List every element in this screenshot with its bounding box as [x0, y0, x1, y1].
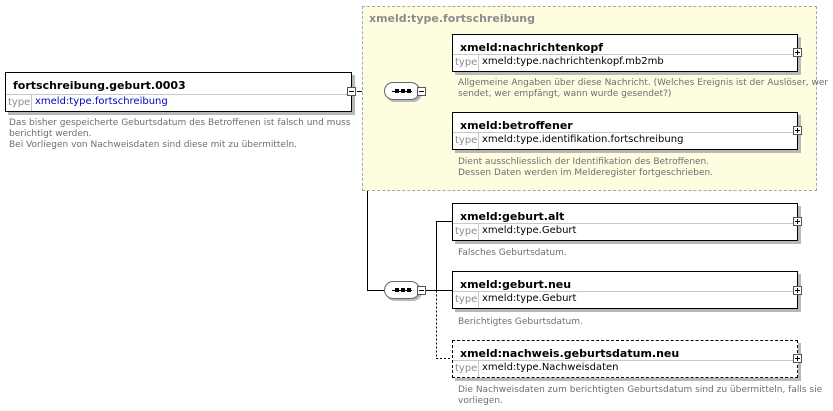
expand-icon[interactable]	[793, 217, 802, 226]
type-value: xmeld:type.Geburt	[482, 293, 577, 304]
expand-icon[interactable]	[793, 354, 802, 363]
element-nachrichtenkopf[interactable]: xmeld:nachrichtenkopf type xmeld:type.na…	[452, 34, 798, 72]
type-value: xmeld:type.identifikation.fortschreibung	[482, 134, 684, 145]
element-description: Die Nachweisdaten zum berichtigten Gebur…	[458, 385, 823, 406]
type-label: type	[455, 57, 478, 68]
type-row: type xmeld:type.Nachweisdaten	[453, 360, 797, 377]
group-title: xmeld:type.fortschreibung	[369, 12, 535, 25]
collapse-icon[interactable]	[417, 87, 426, 96]
element-description: Dient ausschliesslich der Identifikation…	[458, 157, 714, 178]
type-value: xmeld:type.Nachweisdaten	[482, 362, 619, 373]
element-geburt-neu[interactable]: xmeld:geburt.neu type xmeld:type.Geburt	[452, 271, 798, 309]
root-type-row: type xmeld:type.fortschreibung	[6, 94, 351, 111]
type-label: type	[455, 135, 478, 146]
element-name: xmeld:geburt.neu	[460, 278, 572, 291]
sequence-compositor-icon[interactable]	[384, 281, 420, 299]
collapse-icon[interactable]	[347, 87, 356, 96]
type-value: xmeld:type.nachrichtenkopf.mb2mb	[482, 56, 664, 67]
expand-icon[interactable]	[793, 126, 802, 135]
element-name: xmeld:betroffener	[460, 119, 573, 132]
element-name: xmeld:nachweis.geburtsdatum.neu	[460, 347, 680, 360]
expand-icon[interactable]	[793, 48, 802, 57]
element-description: Allgemeine Angaben über diese Nachricht.…	[458, 78, 829, 99]
expand-icon[interactable]	[793, 286, 802, 295]
element-geburt-alt[interactable]: xmeld:geburt.alt type xmeld:type.Geburt	[452, 203, 798, 241]
element-nachweis-geburtsdatum-neu[interactable]: xmeld:nachweis.geburtsdatum.neu type xme…	[452, 340, 798, 378]
type-row: type xmeld:type.Geburt	[453, 223, 797, 240]
collapse-icon[interactable]	[417, 286, 426, 295]
type-label: type	[8, 97, 31, 108]
element-name: xmeld:nachrichtenkopf	[460, 41, 603, 54]
element-description: Berichtigtes Geburtsdatum.	[458, 317, 583, 327]
type-label: type	[455, 363, 478, 374]
root-element-box[interactable]: fortschreibung.geburt.0003 type xmeld:ty…	[5, 72, 352, 112]
sequence-compositor-icon[interactable]	[384, 82, 420, 100]
type-value: xmeld:type.Geburt	[482, 225, 577, 236]
element-description: Falsches Geburtsdatum.	[458, 248, 567, 258]
type-label: type	[455, 226, 478, 237]
element-name: xmeld:geburt.alt	[460, 210, 565, 223]
type-row: type xmeld:type.Geburt	[453, 291, 797, 308]
type-row: type xmeld:type.nachrichtenkopf.mb2mb	[453, 54, 797, 71]
type-row: type xmeld:type.identifikation.fortschre…	[453, 132, 797, 149]
element-betroffener[interactable]: xmeld:betroffener type xmeld:type.identi…	[452, 112, 798, 150]
root-description: Das bisher gespeicherte Geburtsdatum des…	[9, 118, 351, 150]
root-element-name: fortschreibung.geburt.0003	[13, 79, 186, 92]
root-type-link[interactable]: xmeld:type.fortschreibung	[35, 96, 168, 107]
type-label: type	[455, 294, 478, 305]
